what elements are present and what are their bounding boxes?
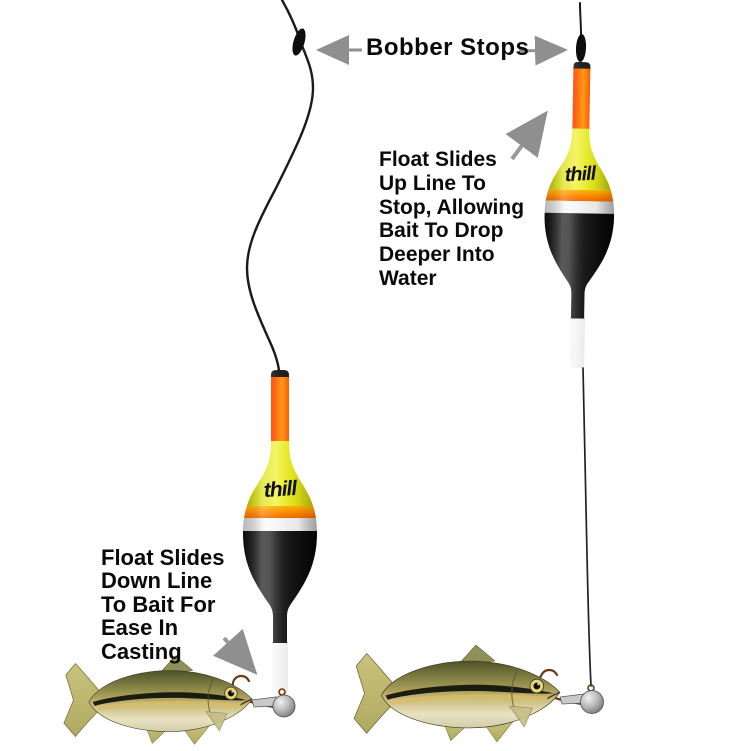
jig-head-right <box>580 690 604 714</box>
slip-float-right <box>534 61 624 369</box>
fishing-line-right-bottom <box>582 367 592 687</box>
bobber-stops-label: Bobber Stops <box>366 34 530 61</box>
float-down-instruction: Float Slides Down Line To Bait For Ease … <box>101 545 225 664</box>
jig-head-left <box>272 694 296 718</box>
fishing-line-left <box>245 0 315 373</box>
float-up-instruction: Float Slides Up Line To Stop, Allowing B… <box>379 148 525 290</box>
slip-float-left <box>235 370 325 696</box>
arrow-to-right-stop <box>518 35 568 66</box>
bobber-stop-right <box>575 34 587 62</box>
bobber-stop-left <box>292 28 306 56</box>
arrow-to-right-float <box>505 110 548 161</box>
bait-minnow-left <box>63 655 253 745</box>
arrow-to-left-bait <box>213 628 258 675</box>
fishing-line-right-top <box>579 2 582 35</box>
bait-minnow-right <box>353 644 561 743</box>
